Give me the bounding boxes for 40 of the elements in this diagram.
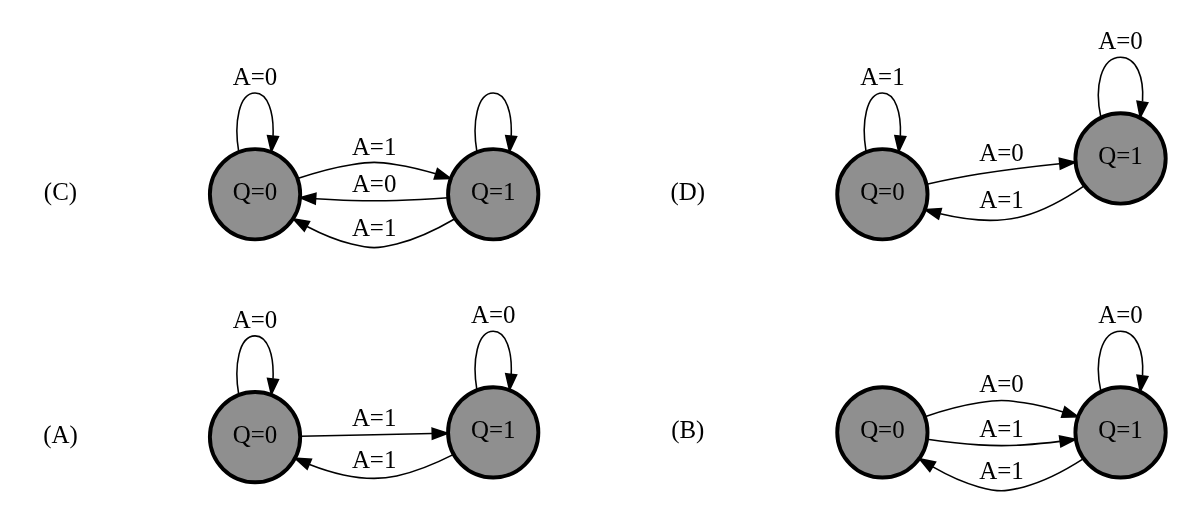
node-circle: Q=1 <box>1073 384 1168 479</box>
arrow <box>926 434 1078 448</box>
edge-label: A=1 <box>351 213 397 241</box>
edge-label: A=1 <box>979 414 1024 442</box>
edge-label: A=0 <box>232 305 278 333</box>
arrow <box>917 456 1085 492</box>
arrow <box>1097 55 1150 120</box>
label: (A) <box>43 420 78 448</box>
arrow <box>863 91 907 154</box>
label: (C) <box>43 177 78 205</box>
node-circle: Q=1 <box>1073 110 1168 206</box>
edge-label: A=0 <box>1098 300 1143 328</box>
arrow <box>474 329 518 392</box>
node-circle: Q=0 <box>207 146 303 241</box>
edge-label: A=0 <box>1098 26 1143 54</box>
label: (B) <box>671 415 705 443</box>
edge-label: A=0 <box>979 369 1024 397</box>
arrow <box>291 217 456 248</box>
arrow <box>296 161 453 180</box>
edge-label: A=1 <box>860 62 905 90</box>
edge-label: A=1 <box>979 456 1024 484</box>
arrow <box>924 399 1081 418</box>
node-circle: Q=0 <box>835 384 930 479</box>
edge-label: A=0 <box>232 62 278 90</box>
edge-label: A=1 <box>351 132 397 160</box>
node-circle: Q=0 <box>207 389 303 484</box>
arrow <box>1097 329 1150 394</box>
edge-label: A=0 <box>470 300 516 328</box>
edge-label: A=0 <box>351 169 397 197</box>
label: (D) <box>670 177 706 205</box>
node-circle: Q=1 <box>446 384 541 479</box>
node-circle: Q=1 <box>446 146 541 241</box>
arrow <box>236 91 280 154</box>
edge-label: A=0 <box>979 138 1024 166</box>
edge-label: A=1 <box>979 185 1024 213</box>
arrow <box>474 91 518 154</box>
arrow <box>236 334 280 397</box>
edge-label: A=1 <box>351 403 397 431</box>
node-circle: Q=0 <box>835 146 930 241</box>
edge-label: A=1 <box>351 445 397 473</box>
